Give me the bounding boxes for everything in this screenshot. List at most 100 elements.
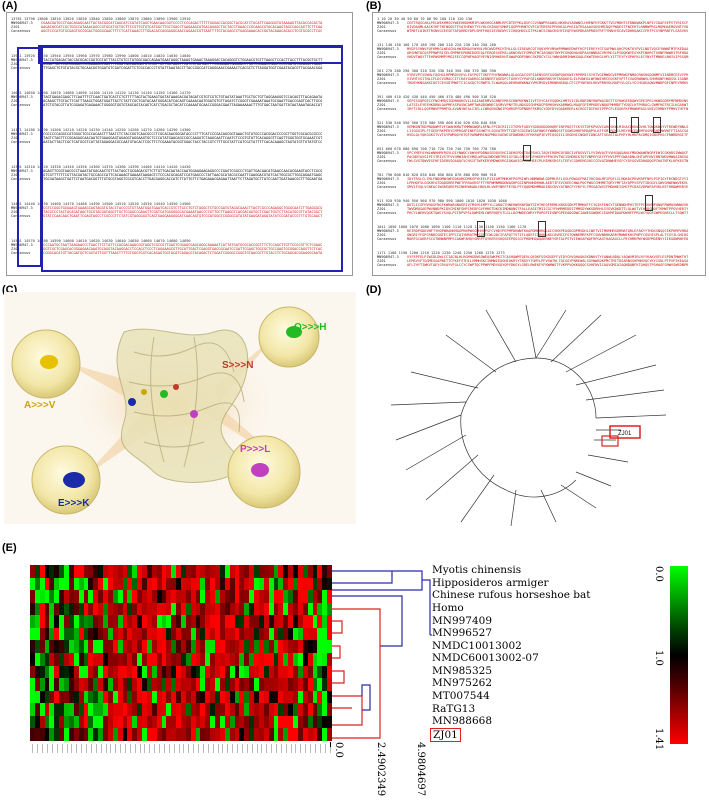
heatmap-cell	[127, 577, 133, 591]
heatmap-cell	[112, 715, 119, 729]
heatmap-cell	[254, 640, 260, 654]
heatmap-cell	[93, 565, 99, 579]
heatmap-cell	[219, 627, 226, 641]
heatmap-cell	[322, 728, 328, 741]
heatmap-cell	[327, 640, 332, 654]
heatmap-cell	[297, 690, 304, 704]
heatmap-cell	[249, 602, 255, 616]
heatmap-cell	[83, 590, 89, 604]
nt-alignment-block: 13781 13790 13800 13810 13820 13830 1384…	[11, 17, 348, 33]
heatmap-cell	[215, 627, 221, 641]
heatmap-cell	[293, 690, 299, 704]
heatmap-cell	[103, 665, 109, 679]
heatmap-cell	[151, 565, 158, 579]
aa-sequence-name: Consensus	[377, 29, 397, 33]
nt-sequence-name: MN908947.3	[11, 58, 33, 62]
aa-sequence: SEPISGQPGECCFNCHMQSIGDNHQKGVLLEAIANIRMVS…	[407, 99, 689, 103]
heatmap-cell	[166, 627, 172, 641]
heatmap-cell	[268, 690, 275, 704]
heatmap-cell	[166, 590, 172, 604]
heatmap-column-tick	[193, 744, 195, 753]
heatmap-cell	[224, 690, 231, 704]
heatmap-cell	[34, 728, 41, 741]
heatmap-cell	[98, 565, 104, 579]
heatmap-cell	[263, 678, 270, 692]
heatmap-cell	[185, 577, 192, 591]
heatmap-cell	[215, 703, 221, 717]
heatmap-cell	[68, 665, 75, 679]
heatmap-cell	[103, 703, 109, 717]
aa-sequence: VYFEPFELPIWSDLDWLCCIACNLHLRGMHGDNSQWEQSW…	[407, 255, 689, 259]
heatmap-cell	[146, 602, 153, 616]
heatmap-cell	[190, 590, 197, 604]
heatmap-column-tick	[251, 744, 253, 753]
heatmap-cell	[59, 715, 65, 729]
heatmap-cell	[234, 678, 240, 692]
heatmap-cell	[195, 615, 201, 629]
heatmap-cell	[293, 577, 299, 591]
heatmap-cell	[88, 627, 94, 641]
heatmap-cell	[161, 678, 167, 692]
heatmap-cell	[171, 665, 177, 679]
heatmap-cell	[200, 653, 206, 667]
heatmap-cell	[254, 715, 260, 729]
heatmap-cell	[151, 703, 158, 717]
heatmap-cell	[34, 678, 41, 692]
heatmap-cell	[117, 640, 124, 654]
aa-sequence: PACNDYAVGIPIYTRIVSTFVVGMWIAHCVMQLWPGAIND…	[407, 155, 689, 159]
heatmap-column-tick	[310, 744, 312, 753]
heatmap-cell	[273, 577, 279, 591]
heatmap-column-tick	[134, 744, 136, 753]
heatmap-column-tick	[115, 744, 117, 753]
heatmap-cell	[127, 627, 133, 641]
heatmap-cell	[312, 653, 318, 667]
aa-sequence: VPCYMEFAYWLWNHHMYRGVLDIYNWQCYAWVHPDDNASE…	[407, 151, 689, 155]
heatmap-cell	[219, 728, 226, 741]
heatmap-cell	[98, 703, 104, 717]
heatmap-cell	[98, 690, 104, 704]
aa-sequence: MVDFSYHNVFQFKMKGLWEACNLHWIDNAVYWYNLVRCWV…	[407, 47, 689, 51]
heatmap-cell	[307, 703, 313, 717]
heatmap-cell	[88, 715, 94, 729]
heatmap-cell	[249, 703, 255, 717]
heatmap-cell	[49, 678, 55, 692]
heatmap-column-tick	[246, 744, 248, 753]
heatmap-cell	[224, 678, 231, 692]
heatmap-cell	[64, 577, 70, 591]
heatmap-cell	[137, 590, 143, 604]
heatmap-row-label: NMDC10013002	[432, 639, 522, 652]
heatmap-cell	[263, 615, 270, 629]
heatmap-cell	[185, 602, 192, 616]
heatmap-cell	[181, 627, 187, 641]
heatmap-cell	[73, 627, 80, 641]
heatmap-cell	[273, 728, 279, 741]
heatmap-cell	[151, 577, 158, 591]
nt-sequence-name: Consensus	[11, 251, 31, 255]
heatmap-cell	[249, 728, 255, 741]
heatmap-cell	[302, 728, 309, 741]
aa-sequence-name: MN908947.3	[377, 229, 399, 233]
aa-sequence-name: MN908947.3	[377, 151, 399, 155]
heatmap-cell	[34, 602, 41, 616]
heatmap-cell	[312, 728, 318, 741]
heatmap-cell	[137, 627, 143, 641]
heatmap-cell	[98, 627, 104, 641]
heatmap-cell	[185, 627, 192, 641]
heatmap-cell	[30, 653, 36, 667]
heatmap-cell	[166, 602, 172, 616]
heatmap-cell	[288, 640, 294, 654]
heatmap-cell	[68, 577, 75, 591]
nt-alignment-block: 13911 13920 13930 13940 13950 13960 1397…	[11, 54, 348, 70]
heatmap-cell	[54, 715, 60, 729]
heatmap-cell	[239, 715, 245, 729]
heatmap-cell	[49, 703, 55, 717]
heatmap-cell	[258, 615, 265, 629]
heatmap-cell	[176, 590, 182, 604]
heatmap-cell	[83, 728, 89, 741]
